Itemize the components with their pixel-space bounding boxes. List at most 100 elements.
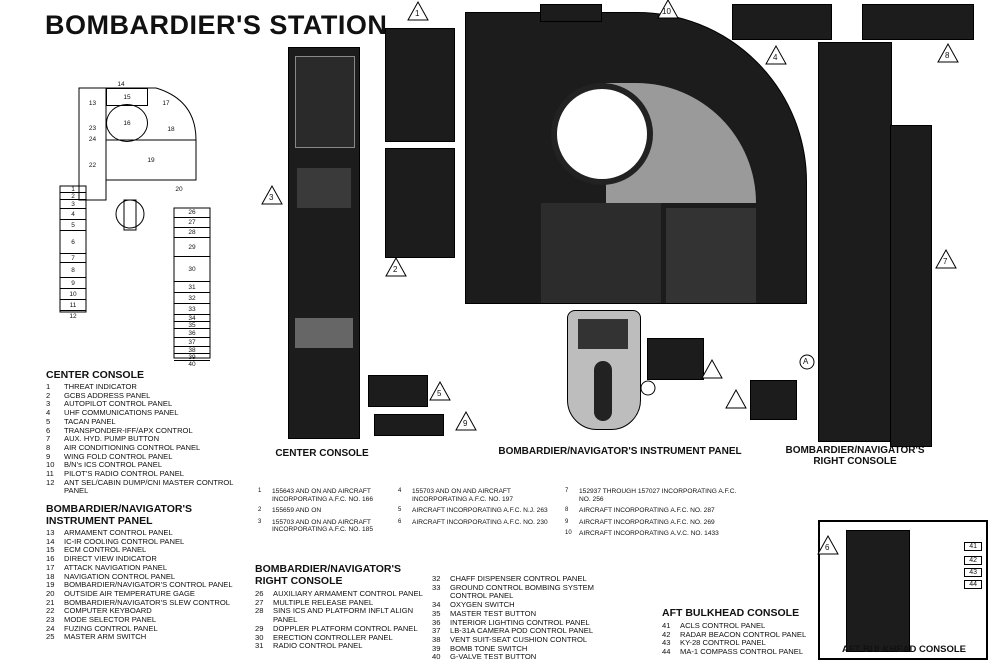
callout-4-label: 4 xyxy=(773,53,778,62)
right-console-item-35: 35 MASTER TEST BUTTON xyxy=(432,608,612,619)
map-left-column: 1 2 3 4 5 6 7 8 9 10 11 12 xyxy=(60,186,86,321)
item-text: AUXILIARY ARMAMENT CONTROL PANEL xyxy=(273,589,423,598)
map-cell-13: 13 xyxy=(88,99,97,107)
map-cell-20: 20 xyxy=(175,185,183,193)
page-title: BOMBARDIER'S STATION xyxy=(45,10,388,40)
callout-5-label: 5 xyxy=(437,389,442,398)
item-text: MASTER TEST BUTTON xyxy=(450,608,537,618)
center-console-item-5: 5 TACAN PANEL xyxy=(46,416,246,427)
item-text: TACAN PANEL xyxy=(64,416,116,426)
item-text: SINS ICS AND PLATFORM INFLT ALIGN PANEL xyxy=(273,606,414,625)
callout-4b-triangle xyxy=(725,388,747,409)
item-number: 28 xyxy=(255,606,264,616)
map-cell-4: 4 xyxy=(60,209,86,220)
item-text: LB-31A CAMERA POD CONTROL PANEL xyxy=(450,626,594,636)
center-console-item-3: 3 AUTOPILOT CONTROL PANEL xyxy=(46,400,246,409)
item-number: 12 xyxy=(46,477,55,487)
map-cell-26: 26 xyxy=(174,208,210,218)
callout-5b-triangle xyxy=(701,358,723,379)
map-cell-22: 22 xyxy=(88,161,97,169)
item-text: THREAT INDICATOR xyxy=(64,382,137,391)
note-text: 155659 AND ON xyxy=(272,507,322,515)
item-number: 2 xyxy=(46,390,51,400)
center-console-item-8: 8 AIR CONDITIONING CONTROL PANEL xyxy=(46,442,246,453)
item-text: RADAR BEACON CONTROL PANEL xyxy=(680,629,807,639)
map-cell-38: 38 xyxy=(174,347,210,354)
item-text: DOPPLER PLATFORM CONTROL PANEL xyxy=(273,623,418,633)
item-text: COMPUTER KEYBOARD xyxy=(64,606,152,616)
direct-view-indicator-screen xyxy=(551,83,653,185)
map-cell-18: 18 xyxy=(167,125,175,133)
item-number: 19 xyxy=(46,580,55,590)
item-text: ECM CONTROL PANEL xyxy=(64,545,147,555)
map-cell-39: 39 xyxy=(174,354,210,361)
map-cell-7: 7 xyxy=(60,254,86,263)
item-number: 13 xyxy=(46,528,55,537)
panel-lower-right xyxy=(666,208,756,303)
item-number: 31 xyxy=(255,641,264,651)
item-text: OXYGEN SWITCH xyxy=(450,600,515,610)
map-cell-10: 10 xyxy=(60,289,86,300)
item-text: VENT SUIT-SEAT CUSHION CONTROL xyxy=(450,634,588,644)
radio-panel-photo xyxy=(647,338,704,380)
item-text: TRANSPONDER-IFF/APX CONTROL xyxy=(64,425,193,435)
map-cell-5: 5 xyxy=(60,220,86,231)
item-number: 20 xyxy=(46,588,55,598)
item-number: 15 xyxy=(46,545,55,555)
item-text: ANT SEL/CABIN DUMP/CNI MASTER CONTROL PA… xyxy=(64,477,234,496)
item-text: ATTACK NAVIGATION PANEL xyxy=(64,562,168,572)
item-text: MA-1 COMPASS CONTROL PANEL xyxy=(680,647,804,657)
map-cell-3: 3 xyxy=(60,200,86,209)
map-cell-16: 16 xyxy=(106,104,148,142)
map-cell-1: 1 xyxy=(60,186,86,193)
item-text: AIR CONDITIONING CONTROL PANEL xyxy=(64,442,201,452)
instrument-panel-heading: BOMBARDIER/NAVIGATOR'S INSTRUMENT PANEL xyxy=(46,503,193,527)
bulkhead-num-41: 41 xyxy=(964,542,982,551)
note-number: 9 xyxy=(565,518,569,525)
aft-bulkhead-photo xyxy=(846,530,910,652)
map-cell-2: 2 xyxy=(60,193,86,200)
note-number: 8 xyxy=(565,507,569,514)
callout-7-label: 7 xyxy=(943,257,948,266)
map-cell-24: 24 xyxy=(88,135,97,143)
map-cell-28: 28 xyxy=(174,228,210,238)
item-text: PILOT'S RADIO CONTROL PANEL xyxy=(64,469,185,479)
item-number: 30 xyxy=(255,632,264,642)
item-text: OUTSIDE AIR TEMPERATURE GAGE xyxy=(64,588,195,598)
item-number: 3 xyxy=(46,399,51,409)
map-cell-29: 29 xyxy=(174,238,210,257)
item-number: 5 xyxy=(46,416,51,426)
map-cell-12: 12 xyxy=(69,312,77,320)
note-text: AIRCRAFT INCORPORATING A.F.C. N.J. 263 xyxy=(412,507,548,515)
item-number: 33 xyxy=(432,582,441,592)
note-text: AIRCRAFT INCORPORATING A.V.C. NO. 1433 xyxy=(579,530,719,538)
item-number: 8 xyxy=(46,442,51,452)
item-number: 35 xyxy=(432,608,441,618)
item-text: AUTOPILOT CONTROL PANEL xyxy=(64,399,173,409)
item-text: IC-IR COOLING CONTROL PANEL xyxy=(64,536,185,546)
note-number: 7 xyxy=(565,488,569,494)
